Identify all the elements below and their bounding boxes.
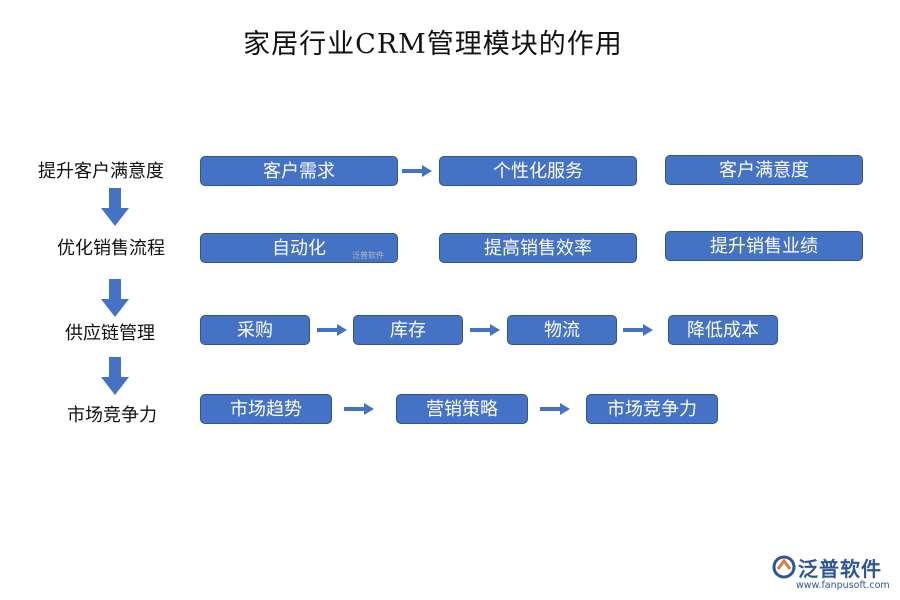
step-customer-satisfaction: 客户满意度 xyxy=(665,155,863,185)
step-personalized-service: 个性化服务 xyxy=(439,156,637,186)
step-customer-needs: 客户需求 xyxy=(200,156,398,186)
right-arrow-icon xyxy=(470,324,500,336)
down-arrow-icon xyxy=(101,279,129,317)
logo-url: www.fanpusoft.com xyxy=(796,580,890,591)
step-market-trends: 市场趋势 xyxy=(200,394,332,424)
step-sales-efficiency: 提高销售效率 xyxy=(439,233,637,263)
step-market-competitiveness: 市场竞争力 xyxy=(586,394,718,424)
right-arrow-icon xyxy=(540,403,570,415)
stage-label-competitiveness: 市场竞争力 xyxy=(67,405,157,426)
step-reduce-cost: 降低成本 xyxy=(668,315,778,345)
stage-label-sales-process: 优化销售流程 xyxy=(57,238,165,259)
right-arrow-icon xyxy=(623,324,653,336)
watermark: 泛普软件 xyxy=(352,251,384,260)
right-arrow-icon xyxy=(402,165,432,177)
step-marketing-strategy: 营销策略 xyxy=(396,394,528,424)
step-inventory: 库存 xyxy=(353,315,463,345)
logo-name: 泛普软件 xyxy=(798,557,882,581)
step-procurement: 采购 xyxy=(200,315,310,345)
page-title: 家居行业CRM管理模块的作用 xyxy=(243,29,623,60)
step-sales-performance: 提升销售业绩 xyxy=(665,231,863,261)
down-arrow-icon xyxy=(101,357,129,395)
stage-label-satisfaction: 提升客户满意度 xyxy=(38,161,164,182)
step-logistics: 物流 xyxy=(507,315,617,345)
right-arrow-icon xyxy=(317,324,347,336)
right-arrow-icon xyxy=(344,403,374,415)
step-automation: 自动化 xyxy=(200,233,398,263)
down-arrow-icon xyxy=(101,188,129,226)
stage-label-supply-chain: 供应链管理 xyxy=(65,323,155,344)
fanpu-logo-icon xyxy=(772,555,796,583)
brand-logo: 泛普软件 www.fanpusoft.com xyxy=(772,553,894,597)
